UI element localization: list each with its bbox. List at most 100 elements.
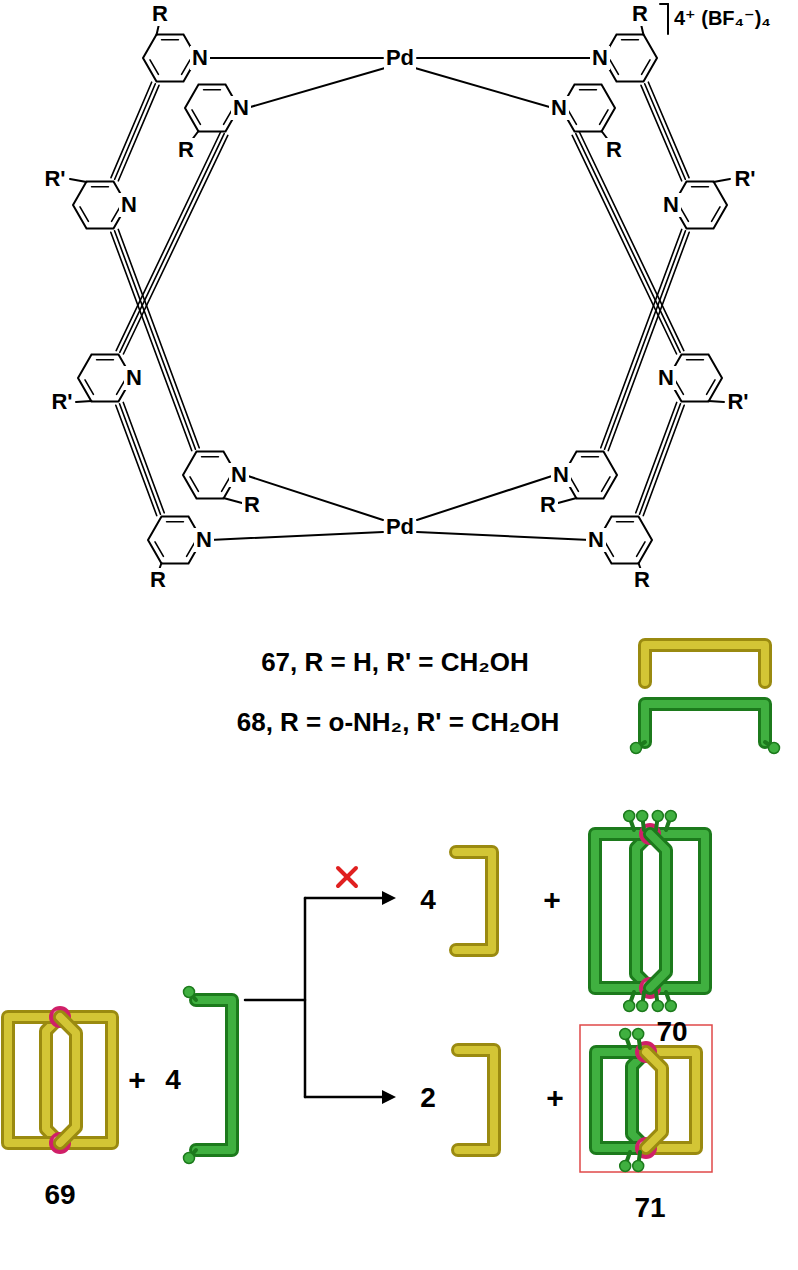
amine-knob — [184, 1153, 195, 1164]
aromatic-bond — [182, 60, 190, 75]
triple-bond — [123, 402, 164, 512]
aromatic-bond — [190, 477, 198, 492]
ligand-cartoon — [645, 704, 765, 742]
aromatic-bond — [167, 521, 184, 523]
amine-knob — [665, 1001, 676, 1012]
atom-label: N — [231, 96, 251, 120]
cage-ligand-shade — [596, 1052, 646, 1148]
ligand-cartoon-shade — [458, 1050, 494, 1150]
scheme-label: 71 — [634, 1194, 665, 1222]
pyridine-ring — [143, 35, 197, 82]
amine-knob — [652, 811, 663, 822]
atom-label: R' — [732, 167, 757, 191]
triple-bond — [605, 231, 686, 449]
cage-ligand — [650, 834, 666, 988]
cage-ligand-shade — [646, 1052, 662, 1148]
coordination-bond — [415, 68, 553, 108]
aromatic-bond — [605, 542, 613, 557]
triple-bond — [648, 82, 689, 177]
scheme-label: 70 — [656, 1018, 687, 1046]
cage-ligand-shade — [650, 834, 666, 988]
pyridine-ring — [668, 355, 722, 402]
atom-label: N — [124, 366, 144, 390]
aromatic-bond — [568, 110, 576, 125]
cage-ligand — [8, 1017, 60, 1143]
bond-line — [224, 498, 243, 503]
amine-knob — [620, 1161, 631, 1172]
aromatic-bond — [85, 380, 93, 395]
aromatic-bond — [637, 542, 645, 557]
triple-bond — [608, 232, 689, 450]
atom-label: R — [630, 2, 650, 26]
cage-ligand-shade — [650, 834, 705, 988]
atom-label: R — [176, 138, 196, 162]
cage-ligand — [60, 1017, 76, 1143]
aromatic-bond — [80, 207, 88, 222]
aromatic-bond — [642, 60, 650, 75]
amine-knob — [620, 1029, 631, 1040]
triple-bond — [641, 85, 682, 180]
triple-bond — [601, 229, 682, 447]
triple-bond — [118, 229, 199, 447]
triple-bond — [120, 134, 224, 353]
pyridine-ring — [563, 452, 617, 499]
bond-line — [70, 179, 87, 182]
complex-bracket — [660, 3, 668, 5]
amine-knob — [631, 743, 642, 754]
bond-line — [558, 498, 577, 503]
ligand-cartoon — [196, 1000, 232, 1150]
cage-ligand — [646, 1052, 662, 1148]
triple-bond — [643, 405, 684, 515]
aromatic-bond — [570, 477, 578, 492]
charge-label: 4⁺ (BF₄⁻)₄ — [674, 8, 771, 28]
ligand-cartoon-shade — [645, 645, 765, 682]
aromatic-bond — [582, 456, 599, 458]
cage-ligand — [46, 1017, 60, 1143]
atom-label: N — [229, 463, 249, 487]
aromatic-bond — [202, 456, 219, 458]
triple-bond — [111, 232, 192, 450]
triple-bond — [120, 404, 161, 514]
coordination-bond — [247, 68, 385, 108]
amine-knob — [624, 811, 635, 822]
aromatic-bond — [692, 186, 709, 188]
ligand-cartoon-shade — [456, 852, 492, 950]
atom-label: N — [656, 366, 676, 390]
atom-label: R — [150, 2, 170, 26]
atom-label: R — [538, 493, 558, 517]
cage-ligand — [595, 834, 650, 988]
atom-label: R — [148, 568, 168, 592]
compound-caption: 67, R = H, R' = CH₂OH — [261, 649, 529, 675]
highlight-box — [580, 1025, 712, 1172]
aromatic-bond — [600, 110, 608, 125]
atom-label: R' — [725, 390, 750, 414]
arrowhead — [382, 1090, 396, 1104]
triple-bond — [118, 85, 159, 180]
atom-label: N — [551, 463, 571, 487]
coordination-bond — [245, 475, 383, 520]
atom-label: N — [549, 96, 569, 120]
compound-caption: 68, R = o-NH₂, R' = CH₂OH — [237, 709, 560, 735]
cage-ligand-shade — [646, 1052, 696, 1148]
triple-bond — [579, 132, 683, 351]
amine-knob — [633, 1029, 644, 1040]
aromatic-bond — [610, 60, 618, 75]
cage-ligand-shade — [595, 834, 650, 988]
coordination-bond — [417, 532, 590, 540]
triple-bond — [636, 402, 677, 512]
triple-bond — [123, 135, 227, 354]
atom-label: R — [604, 138, 624, 162]
reaction-arrow — [245, 999, 305, 1002]
blocked-cross — [338, 868, 356, 886]
scheme-label: 69 — [44, 1181, 75, 1209]
amine-knob — [184, 987, 195, 998]
reaction-arrow — [304, 898, 307, 1097]
coordination-bond — [417, 57, 595, 59]
amine-knob — [652, 1001, 663, 1012]
atom-label: R' — [42, 167, 67, 191]
cage-ligand-shade — [46, 1017, 60, 1143]
aromatic-bond — [617, 521, 634, 523]
atom-label: N — [119, 193, 139, 217]
triple-bond — [111, 82, 152, 177]
